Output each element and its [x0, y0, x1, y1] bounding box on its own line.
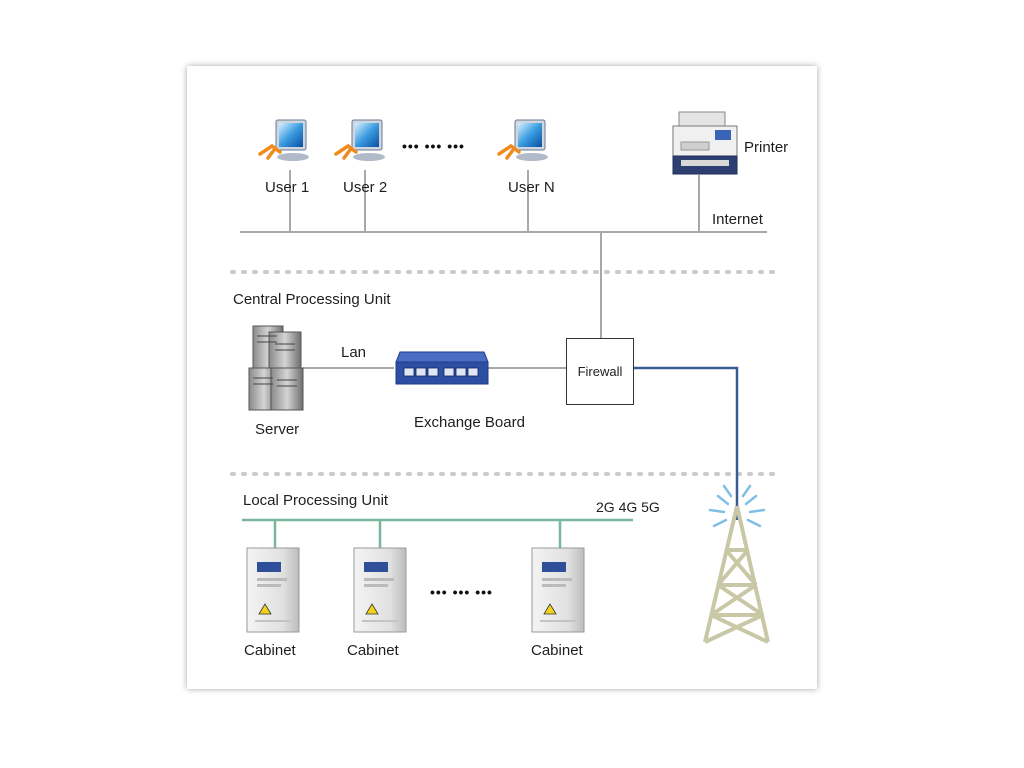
- lan-label: Lan: [341, 344, 367, 361]
- printer-label: Printer: [744, 139, 789, 156]
- internet-label: Internet: [712, 211, 763, 228]
- cabinet-1-icon: [246, 547, 300, 633]
- local-unit-label: Local Processing Unit: [243, 492, 389, 509]
- user-2-icon: [334, 119, 385, 161]
- server-icon: [248, 325, 304, 411]
- user-n-label: User N: [508, 179, 555, 196]
- local-bus: [242, 518, 633, 550]
- internet-bus: [240, 170, 767, 338]
- user-ellipsis: ••• ••• •••: [402, 138, 465, 154]
- exchange-board-label: Exchange Board: [414, 414, 525, 431]
- exchange-board-icon: [395, 351, 489, 385]
- firewall-label: Firewall: [577, 364, 623, 379]
- cabinet-2-label: Cabinet: [347, 642, 399, 659]
- user-1-label: User 1: [265, 179, 310, 196]
- cabinet-3-icon: [531, 547, 585, 633]
- cell-tower-icon: [703, 484, 770, 644]
- user-n-icon: [497, 119, 548, 161]
- user-2-label: User 2: [343, 179, 388, 196]
- wireless-label: 2G 4G 5G: [596, 499, 660, 515]
- firewall-node: Firewall: [566, 338, 634, 405]
- cabinet-3-label: Cabinet: [531, 642, 583, 659]
- server-label: Server: [255, 421, 300, 438]
- central-unit-label: Central Processing Unit: [233, 291, 391, 308]
- cabinet-ellipsis: ••• ••• •••: [430, 584, 493, 600]
- printer-icon: [672, 111, 738, 175]
- user-1-icon: [258, 119, 309, 161]
- cabinet-2-icon: [353, 547, 407, 633]
- wireless-uplink: [634, 366, 739, 520]
- cabinet-1-label: Cabinet: [244, 642, 296, 659]
